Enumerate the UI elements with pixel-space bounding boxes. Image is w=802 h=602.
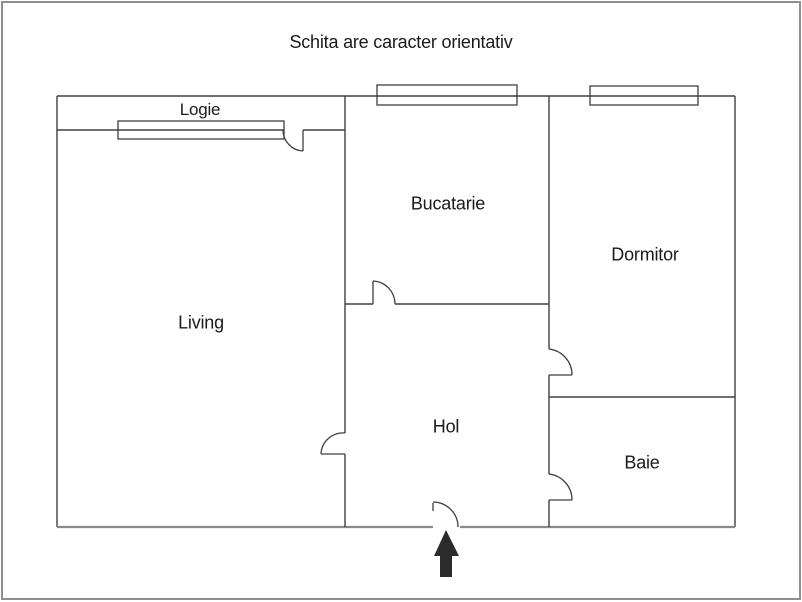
door-arc-baie xyxy=(548,473,573,501)
interior-walls xyxy=(57,96,735,527)
door-arc-entrance xyxy=(432,501,459,528)
room-label-living: Living xyxy=(178,312,224,333)
room-label-hol: Hol xyxy=(432,416,460,437)
room-label-logie: Logie xyxy=(179,100,221,119)
window-logie xyxy=(117,120,285,140)
door-arc-dormitor xyxy=(548,348,573,376)
doors xyxy=(282,129,573,528)
outer-walls xyxy=(56,95,736,529)
door-arc-logie xyxy=(282,129,304,152)
room-label-dormitor: Dormitor xyxy=(611,244,679,265)
window-dormitor xyxy=(589,85,699,106)
room-label-baie: Baie xyxy=(624,452,660,473)
door-arc-bucatarie xyxy=(372,280,396,305)
room-label-bucatarie: Bucatarie xyxy=(410,193,486,214)
entrance-arrow-icon xyxy=(434,530,459,577)
door-arc-living xyxy=(320,432,346,455)
windows xyxy=(117,84,699,140)
page-title: Schita are caracter orientativ xyxy=(289,32,513,52)
window-bucatarie xyxy=(376,84,518,106)
